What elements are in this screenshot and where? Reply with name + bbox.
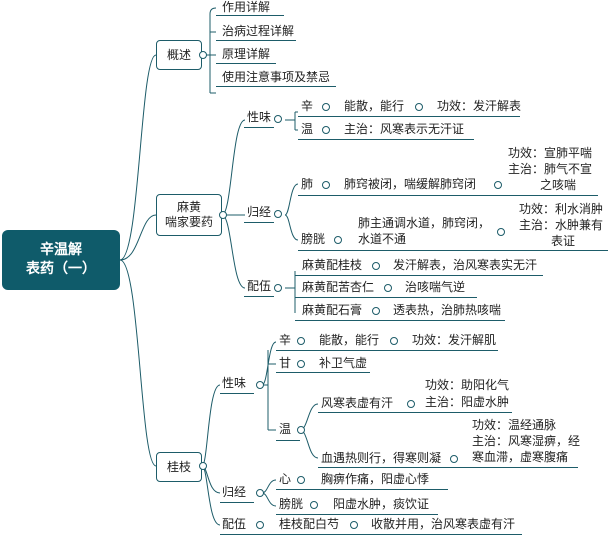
mahuang-peiwu-dot[interactable] [274,284,282,292]
guizhi-peiwu-desc: 收散并用，治风寒表虚有汗 [371,517,516,531]
mahuang-pangguang-detail-2: 主治：水肿兼有 [519,218,604,232]
guizhi-wen-b1-detail-2: 主治：阳虚水肿 [425,395,510,409]
mahuang-fei-dot[interactable] [322,181,330,189]
guizhi-peiwu-dot[interactable] [256,521,264,529]
overview-label: 概述 [166,47,191,62]
mahuang-fei-detail-1: 功效：宣肺平喘 [508,146,593,160]
guizhi-wen-b1-dot[interactable] [407,400,415,408]
mahuang-wen-dot[interactable] [322,126,330,134]
guizhi-peiwu-name-dot[interactable] [350,521,358,529]
root-title-line2: 表药（一） [26,261,96,277]
mahuang-pangguang-desc-2: 水道不通 [358,232,407,246]
mahuang-xin-dot[interactable] [322,103,330,111]
guizhi-xin-dot[interactable] [297,337,305,345]
guizhi-xingwei-label[interactable]: 性味 [222,376,247,390]
guizhi-gan-desc: 补卫气虚 [319,356,368,370]
mahuang-peiwu-item-1-dot[interactable] [372,262,380,270]
guizhi-xin-jing-desc: 胸痹作痛，阳虚心悸 [321,472,430,486]
mahuang-peiwu-item-2-desc: 治咳喘气逆 [405,280,466,294]
mahuang-xingwei-dot[interactable] [274,115,282,123]
root-node[interactable]: 辛温解 表药（一） [2,230,120,290]
guizhi-xin-jing-dot[interactable] [297,476,305,484]
guizhi-wen-b2-detail-1: 功效：温经通脉 [472,418,557,432]
guizhi-peiwu-label[interactable]: 配伍 [222,517,247,531]
mahuang-peiwu-item-2-dot[interactable] [384,284,392,292]
guizhi-label: 桂枝 [166,459,191,474]
guizhi-xingwei-dot[interactable] [256,381,264,389]
overview-collapse-dot[interactable] [199,51,207,59]
mahuang-pangguang-desc-dot[interactable] [497,228,505,236]
guizhi-peiwu-name: 桂枝配白芍 [279,517,340,531]
overview-item-3[interactable]: 原理详解 [222,47,271,61]
guizhi-pangguang-desc: 阳虚水肿，痰饮证 [333,497,430,511]
mahuang-fei-detail-2: 主治：肺气不宣 [508,162,593,176]
guizhi-node[interactable]: 桂枝 [156,452,202,482]
mahuang-peiwu-item-3-name: 麻黄配石膏 [302,303,363,317]
mahuang-pangguang-detail-1: 功效：利水消肿 [519,202,604,216]
overview-item-1[interactable]: 作用详解 [222,0,271,14]
guizhi-xin-desc-dot[interactable] [390,337,398,345]
guizhi-xin-desc: 能散，能行 [319,333,380,347]
guizhi-wen-b2-detail-2: 主治：风寒湿痹，经 [472,434,581,448]
mahuang-xin-desc: 能散，能行 [344,99,405,113]
guizhi-wen-b2-dot[interactable] [450,455,458,463]
mahuang-peiwu-item-3-dot[interactable] [372,307,380,315]
mahuang-fei-detail-3: 之咳喘 [540,178,577,192]
mahuang-peiwu-item-1-desc: 发汗解表，治风寒表实无汗 [393,258,538,272]
guizhi-xin-effect: 功效：发汗解肌 [412,333,497,347]
mahuang-pangguang-label: 膀胱 [301,232,326,246]
guizhi-wen-b2-detail-3: 寒血滞，虚寒腹痛 [472,450,569,464]
mahuang-xin-desc-dot[interactable] [415,103,423,111]
guizhi-pangguang-dot[interactable] [310,501,318,509]
mahuang-peiwu-label[interactable]: 配伍 [247,279,272,293]
mahuang-guijing-label[interactable]: 归经 [247,205,272,219]
overview-node[interactable]: 概述 [156,40,202,70]
root-title-line1: 辛温解 [40,242,82,258]
guizhi-xin-label: 辛 [279,333,292,347]
guizhi-wen-b1-detail-1: 功效：助阳化气 [425,378,510,392]
mahuang-peiwu-item-2-name: 麻黄配苦杏仁 [302,280,375,294]
guizhi-gan-dot[interactable] [297,360,305,368]
guizhi-wen-label: 温 [279,422,292,436]
guizhi-guijing-label[interactable]: 归经 [222,485,247,499]
mahuang-guijing-dot[interactable] [274,210,282,218]
mahuang-fei-label: 肺 [301,177,314,191]
mahuang-subtitle: 喘家要药 [164,215,213,229]
mahuang-xin-label: 辛 [301,99,314,113]
mahuang-label: 麻黄 [176,200,201,214]
guizhi-pangguang-label: 膀胱 [279,497,304,511]
mahuang-node[interactable]: 麻黄 喘家要药 [156,194,222,236]
mahuang-wen-desc: 主治：风寒表示无汗证 [344,122,465,136]
guizhi-collapse-dot[interactable] [199,462,207,470]
mahuang-pangguang-dot[interactable] [334,236,342,244]
guizhi-wen-b1-desc: 风寒表虚有汗 [321,396,394,410]
overview-item-4[interactable]: 使用注意事项及禁忌 [222,70,331,84]
guizhi-wen-dot[interactable] [297,426,305,434]
mahuang-xingwei-label[interactable]: 性味 [247,110,272,124]
overview-item-2[interactable]: 治病过程详解 [222,24,295,38]
guizhi-xin-jing-label: 心 [279,472,292,486]
guizhi-wen-b2-desc: 血遇热则行，得寒则凝 [321,451,442,465]
mahuang-collapse-dot[interactable] [219,211,227,219]
guizhi-gan-label: 甘 [279,356,292,370]
mahuang-fei-desc-dot[interactable] [494,181,502,189]
mahuang-wen-label: 温 [301,122,314,136]
mahuang-pangguang-detail-3: 表证 [551,234,576,248]
mahuang-fei-desc: 肺窍被闭，喘缓解肺窍闭 [344,177,477,191]
mahuang-xin-effect: 功效：发汗解表 [437,99,522,113]
mahuang-peiwu-item-1-name: 麻黄配桂枝 [302,258,363,272]
mahuang-peiwu-item-3-desc: 透表热，治肺热咳喘 [393,303,502,317]
mahuang-pangguang-desc-1: 肺主通调水道，肺窍闭， [358,216,491,230]
guizhi-guijing-dot[interactable] [256,489,264,497]
